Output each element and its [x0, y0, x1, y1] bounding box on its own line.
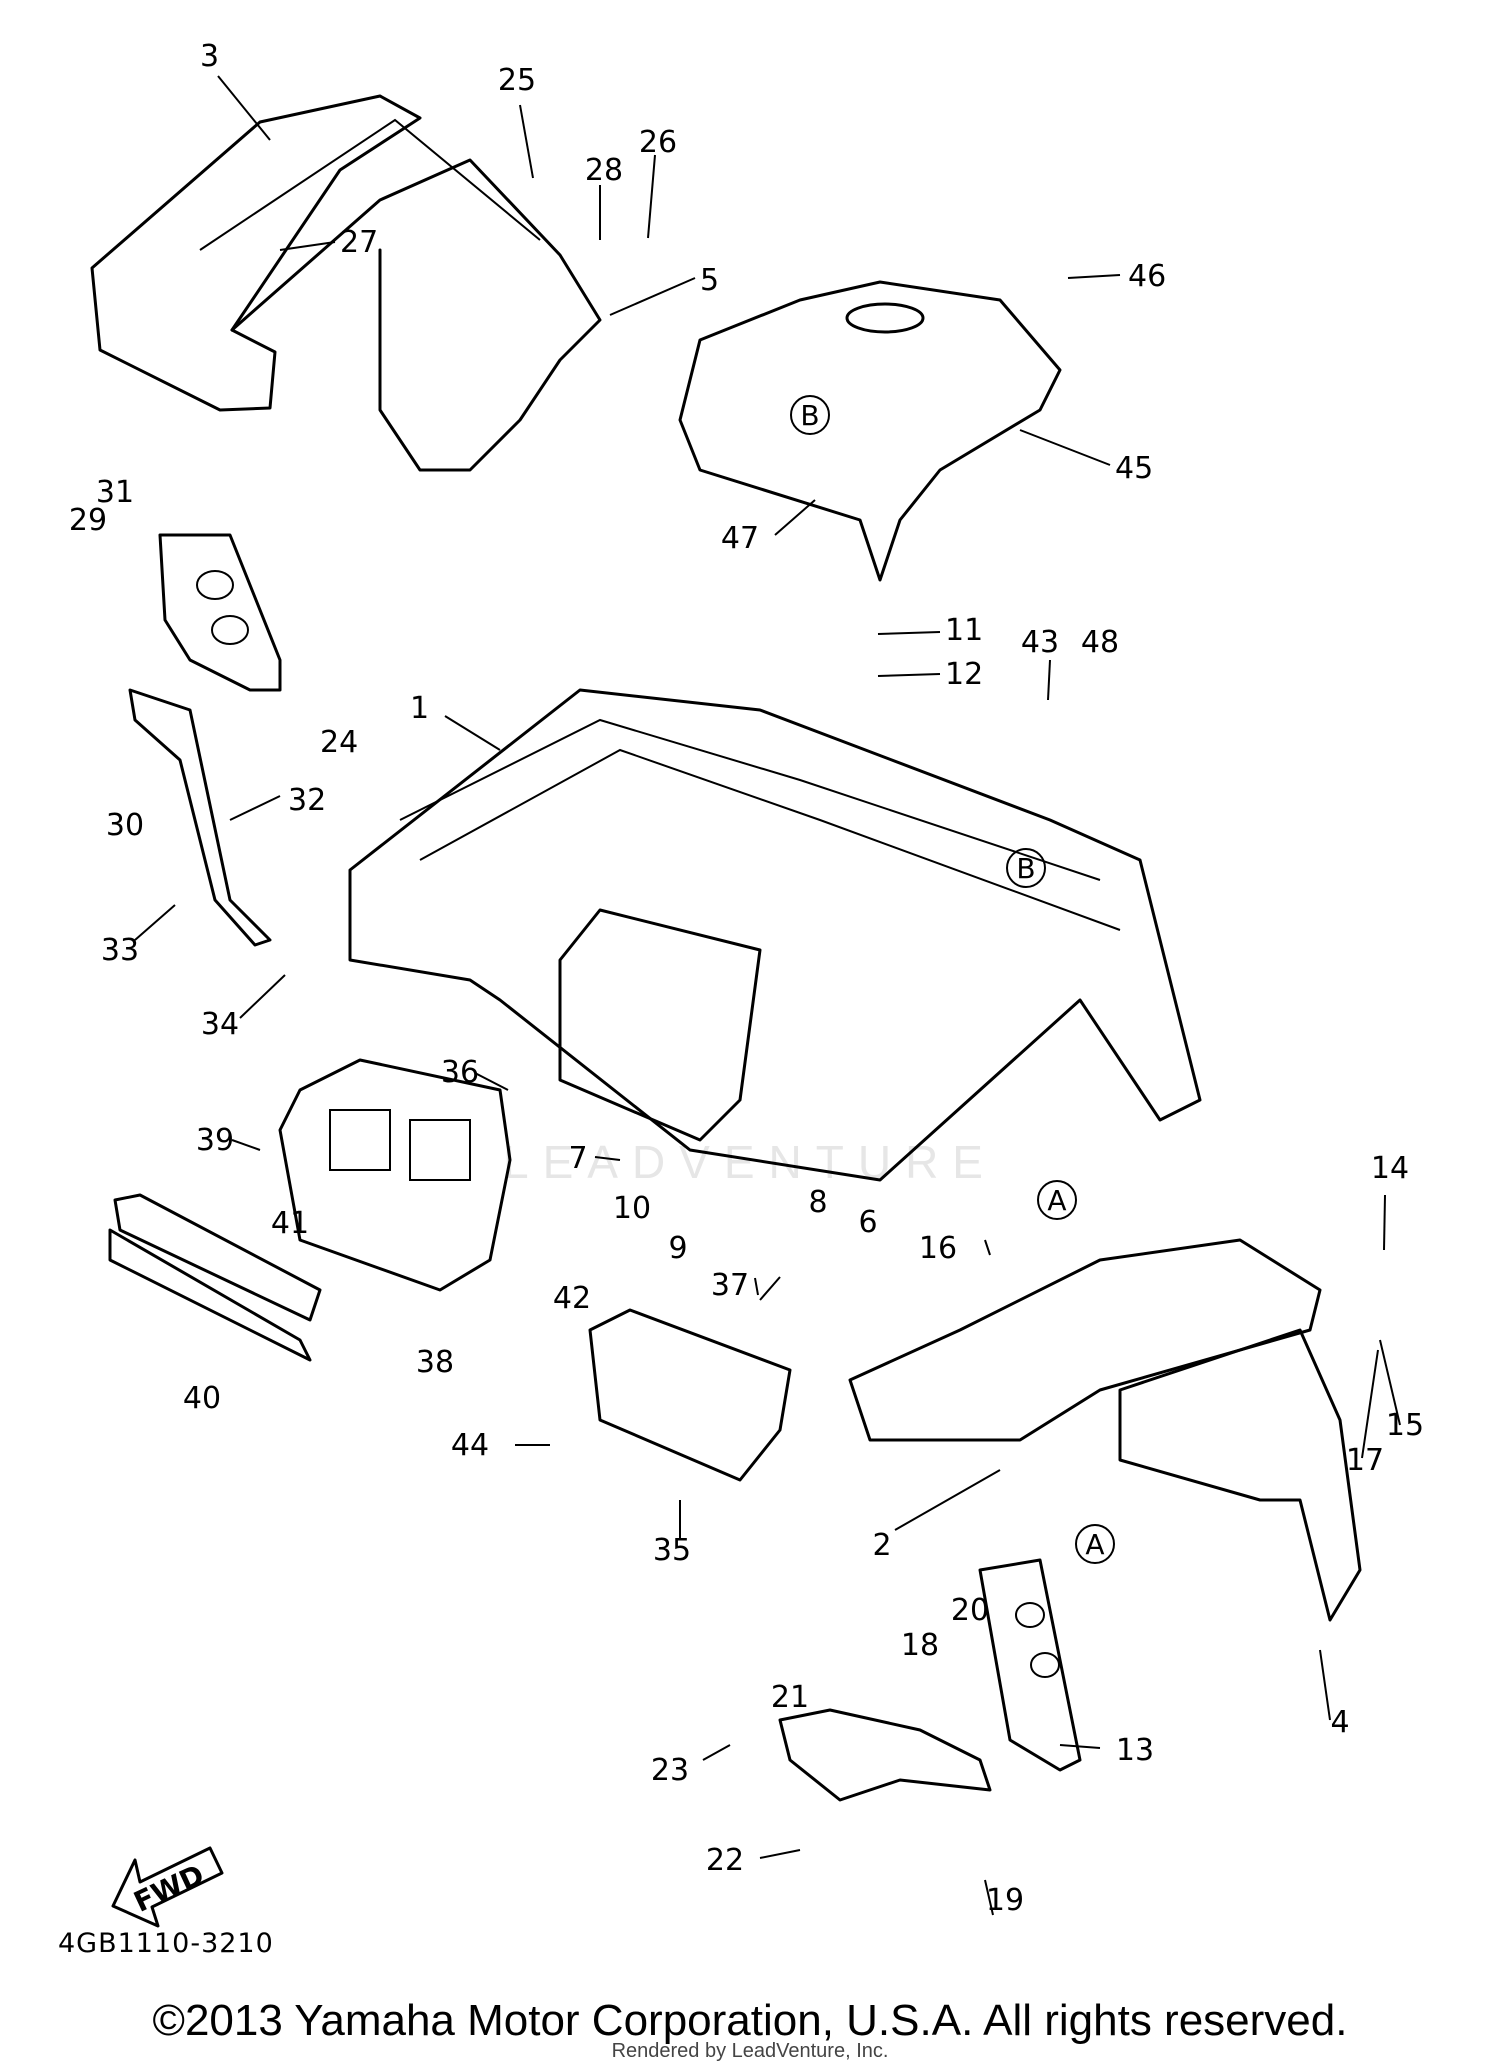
part-label-22: 22	[706, 1843, 744, 1878]
part-label-34: 34	[201, 1007, 239, 1042]
part-label-3: 3	[200, 39, 219, 74]
part-label-11: 11	[945, 613, 983, 648]
part-label-48: 48	[1081, 625, 1119, 660]
part-label-5: 5	[700, 263, 719, 298]
part-1-front-fender	[348, 688, 1202, 1182]
svg-text:A: A	[1047, 1184, 1066, 1217]
part-label-38: 38	[416, 1345, 454, 1380]
part-label-27: 27	[340, 225, 378, 260]
part-label-12: 12	[945, 657, 983, 692]
part-label-7: 7	[568, 1141, 587, 1176]
part-label-10: 10	[613, 1191, 651, 1226]
part-label-30: 30	[106, 808, 144, 843]
fwd-arrow-icon: FWD	[111, 1846, 224, 1928]
copyright-text: ©2013 Yamaha Motor Corporation, U.S.A. A…	[152, 1996, 1348, 2045]
part-label-43: 43	[1021, 625, 1059, 660]
part-label-40: 40	[183, 1381, 221, 1416]
part-label-42: 42	[553, 1281, 591, 1316]
rendered-by-text: Rendered by LeadVenture, Inc.	[611, 2040, 889, 2062]
part-32-stay	[128, 688, 272, 947]
part-2-fender-right	[848, 1238, 1362, 1622]
part-label-37: 37	[711, 1268, 749, 1303]
part-label-28: 28	[585, 153, 623, 188]
part-label-25: 25	[498, 63, 536, 98]
part-label-31: 31	[96, 475, 134, 510]
part-label-23: 23	[651, 1753, 689, 1788]
watermark-text: LEADVENTURE	[503, 1136, 997, 1188]
leader-lines	[134, 75, 1401, 1916]
part-label-39: 39	[196, 1123, 234, 1158]
part-24-bracket	[158, 533, 282, 692]
part-label-6: 6	[858, 1205, 877, 1240]
part-label-13: 13	[1116, 1733, 1154, 1768]
svg-text:A: A	[1085, 1528, 1104, 1561]
part-label-15: 15	[1386, 1408, 1424, 1443]
part-label-32: 32	[288, 783, 326, 818]
part-label-47: 47	[721, 521, 759, 556]
part-label-46: 46	[1128, 259, 1166, 294]
part-38-headlight-bezel	[278, 1058, 512, 1292]
part-40-bumper	[108, 1193, 322, 1362]
part-label-2: 2	[872, 1528, 891, 1563]
part-label-29: 29	[69, 503, 107, 538]
part-label-4: 4	[1330, 1705, 1349, 1740]
part-13-bracket	[978, 1558, 1082, 1772]
part-label-9: 9	[668, 1231, 687, 1266]
svg-text:B: B	[1016, 852, 1035, 885]
part-label-16: 16	[919, 1231, 957, 1266]
part-label-17: 17	[1346, 1443, 1384, 1478]
part-label-20: 20	[951, 1593, 989, 1628]
part-label-14: 14	[1371, 1151, 1409, 1186]
part-3-fender-left-top	[90, 94, 602, 472]
part-label-44: 44	[451, 1428, 489, 1463]
part-label-41: 41	[271, 1206, 309, 1241]
part-label-24: 24	[320, 725, 358, 760]
part-label-1: 1	[410, 691, 429, 726]
part-label-21: 21	[771, 1680, 809, 1715]
part-label-36: 36	[441, 1055, 479, 1090]
part-label-45: 45	[1115, 451, 1153, 486]
part-label-18: 18	[901, 1628, 939, 1663]
part-45-rear-cover	[678, 280, 1062, 582]
part-labels: 3 25 26 28 27 5 46 45 47 31 29 11 12 43 …	[69, 39, 1424, 1918]
part-label-19: 19	[986, 1883, 1024, 1918]
callout-a-lower: A	[1075, 1524, 1115, 1564]
part-label-35: 35	[653, 1533, 691, 1568]
part-label-26: 26	[639, 125, 677, 160]
drawing-code: 4GB1110-3210	[58, 1928, 274, 1959]
part-21-stay	[778, 1708, 992, 1802]
callout-a-upper: A	[1037, 1180, 1077, 1220]
callout-b-lower: B	[1006, 848, 1046, 888]
part-35-lower-cover	[588, 1308, 792, 1482]
svg-text:B: B	[800, 399, 819, 432]
part-label-33: 33	[101, 933, 139, 968]
callout-b-upper: B	[790, 395, 830, 435]
part-label-8: 8	[808, 1185, 827, 1220]
